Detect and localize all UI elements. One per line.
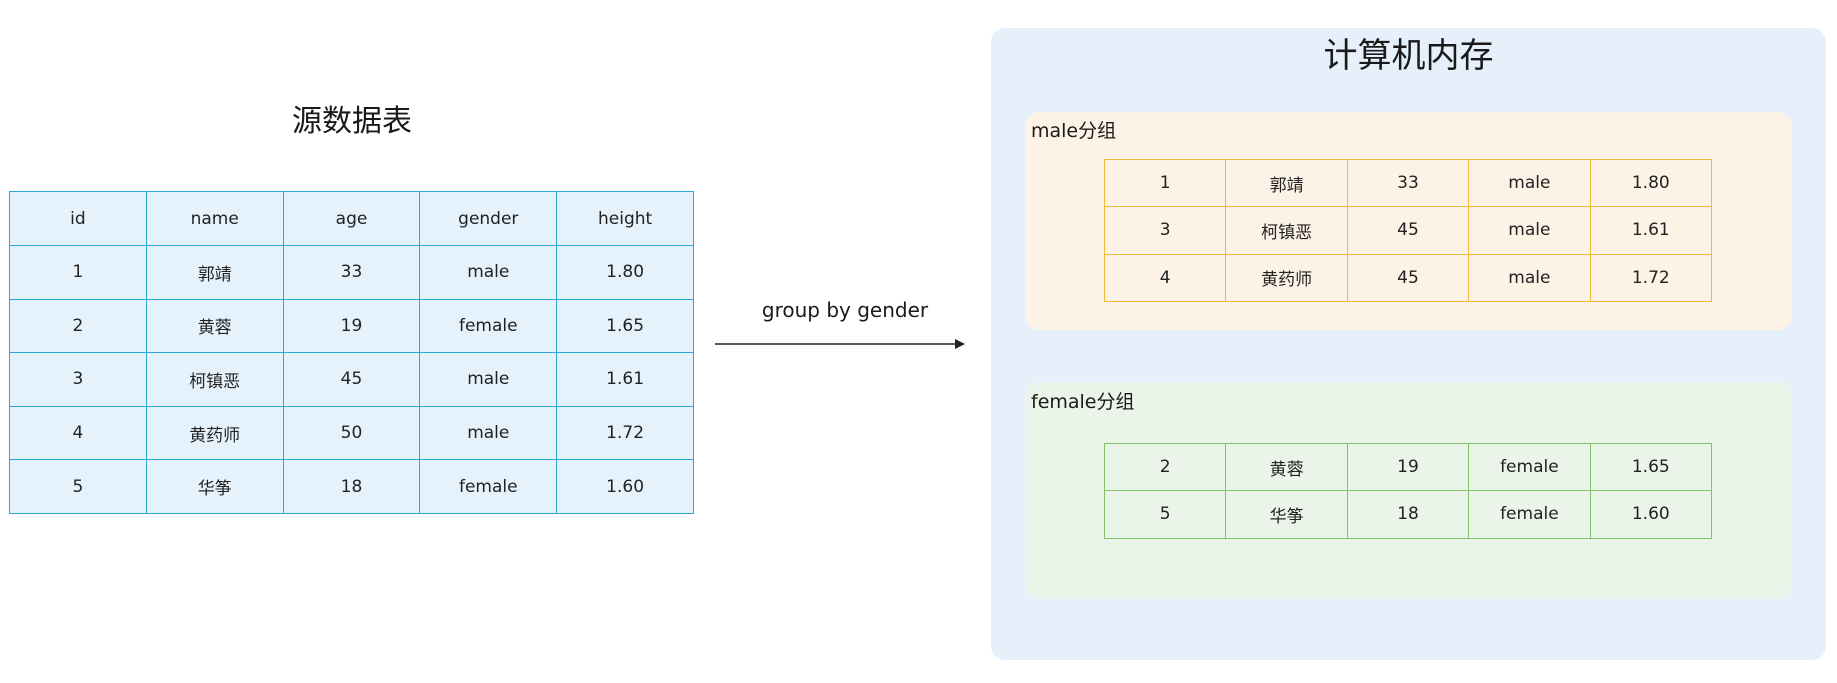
table-cell: 郭靖 [1225,158,1348,208]
table-cell: 1.80 [556,245,694,300]
table-cell: 45 [282,352,421,407]
table-cell: 2 [9,298,147,354]
table-cell: 1.61 [1589,206,1713,255]
table-cell: male [419,405,558,461]
arrow-label: group by gender [761,298,929,322]
table-row: 4 黄药师 50 male 1.72 [9,405,694,461]
male-group-table: 1 郭靖 33 male 1.80 3 柯镇恶 45 male 1.61 4 黄… [1103,158,1713,302]
female-group-table: 2 黄蓉 19 female 1.65 5 华筝 18 female 1.60 [1103,442,1713,539]
table-cell: 1.60 [1589,490,1713,539]
table-cell: 19 [282,298,421,354]
table-cell: female [419,298,558,354]
table-cell: 黄蓉 [1225,442,1348,492]
table-cell: 45 [1346,253,1470,302]
female-group-label: female分组 [1031,391,1135,413]
table-cell: 19 [1346,442,1470,492]
table-cell: 柯镇恶 [1225,206,1348,255]
table-cell: 50 [282,405,421,461]
table-cell: male [1468,206,1591,255]
table-cell: 华筝 [1225,490,1348,539]
table-cell: female [1468,442,1591,492]
table-cell: 18 [282,459,421,514]
table-row: 1 郭靖 33 male 1.80 [1103,158,1713,208]
table-cell: 18 [1346,490,1470,539]
table-cell: 33 [1346,158,1470,208]
table-cell: 1 [1103,158,1227,208]
table-cell: 45 [1346,206,1470,255]
source-table: id name age gender height 1 郭靖 33 male 1… [9,191,694,514]
table-row: 2 黄蓉 19 female 1.65 [1103,442,1713,492]
table-cell: 柯镇恶 [145,352,284,407]
table-row: 4 黄药师 45 male 1.72 [1103,253,1713,302]
table-row: 2 黄蓉 19 female 1.65 [9,298,694,354]
source-table-title: 源数据表 [292,104,412,139]
table-cell: 郭靖 [145,245,284,300]
table-row: 5 华筝 18 female 1.60 [9,459,694,514]
header-cell-id: id [9,191,147,246]
table-cell: 1 [9,245,147,300]
table-cell: 4 [9,405,147,461]
table-cell: 1.80 [1589,158,1713,208]
table-cell: 1.60 [556,459,694,514]
header-cell-gender: gender [419,191,558,246]
table-cell: 黄蓉 [145,298,284,354]
table-cell: male [419,352,558,407]
table-row: 5 华筝 18 female 1.60 [1103,490,1713,539]
header-cell-height: height [556,191,694,246]
table-cell: 33 [282,245,421,300]
male-group-label: male分组 [1031,120,1117,142]
header-cell-name: name [145,191,284,246]
table-cell: 黄药师 [145,405,284,461]
table-cell: 1.65 [1589,442,1713,492]
table-cell: 1.72 [556,405,694,461]
table-cell: 5 [9,459,147,514]
table-cell: female [419,459,558,514]
table-cell: 1.65 [556,298,694,354]
table-row: 3 柯镇恶 45 male 1.61 [1103,206,1713,255]
table-cell: 3 [9,352,147,407]
table-cell: 2 [1103,442,1227,492]
table-cell: male [1468,253,1591,302]
table-cell: 5 [1103,490,1227,539]
table-cell: 华筝 [145,459,284,514]
table-cell: male [1468,158,1591,208]
table-cell: male [419,245,558,300]
table-cell: 黄药师 [1225,253,1348,302]
arrow-right-icon [715,339,965,349]
table-row: 3 柯镇恶 45 male 1.61 [9,352,694,407]
table-cell: 1.61 [556,352,694,407]
table-cell: female [1468,490,1591,539]
memory-panel-title: 计算机内存 [1323,36,1494,76]
source-table-header-row: id name age gender height [9,191,694,246]
table-cell: 1.72 [1589,253,1713,302]
table-cell: 4 [1103,253,1227,302]
table-row: 1 郭靖 33 male 1.80 [9,245,694,300]
table-cell: 3 [1103,206,1227,255]
header-cell-age: age [282,191,421,246]
